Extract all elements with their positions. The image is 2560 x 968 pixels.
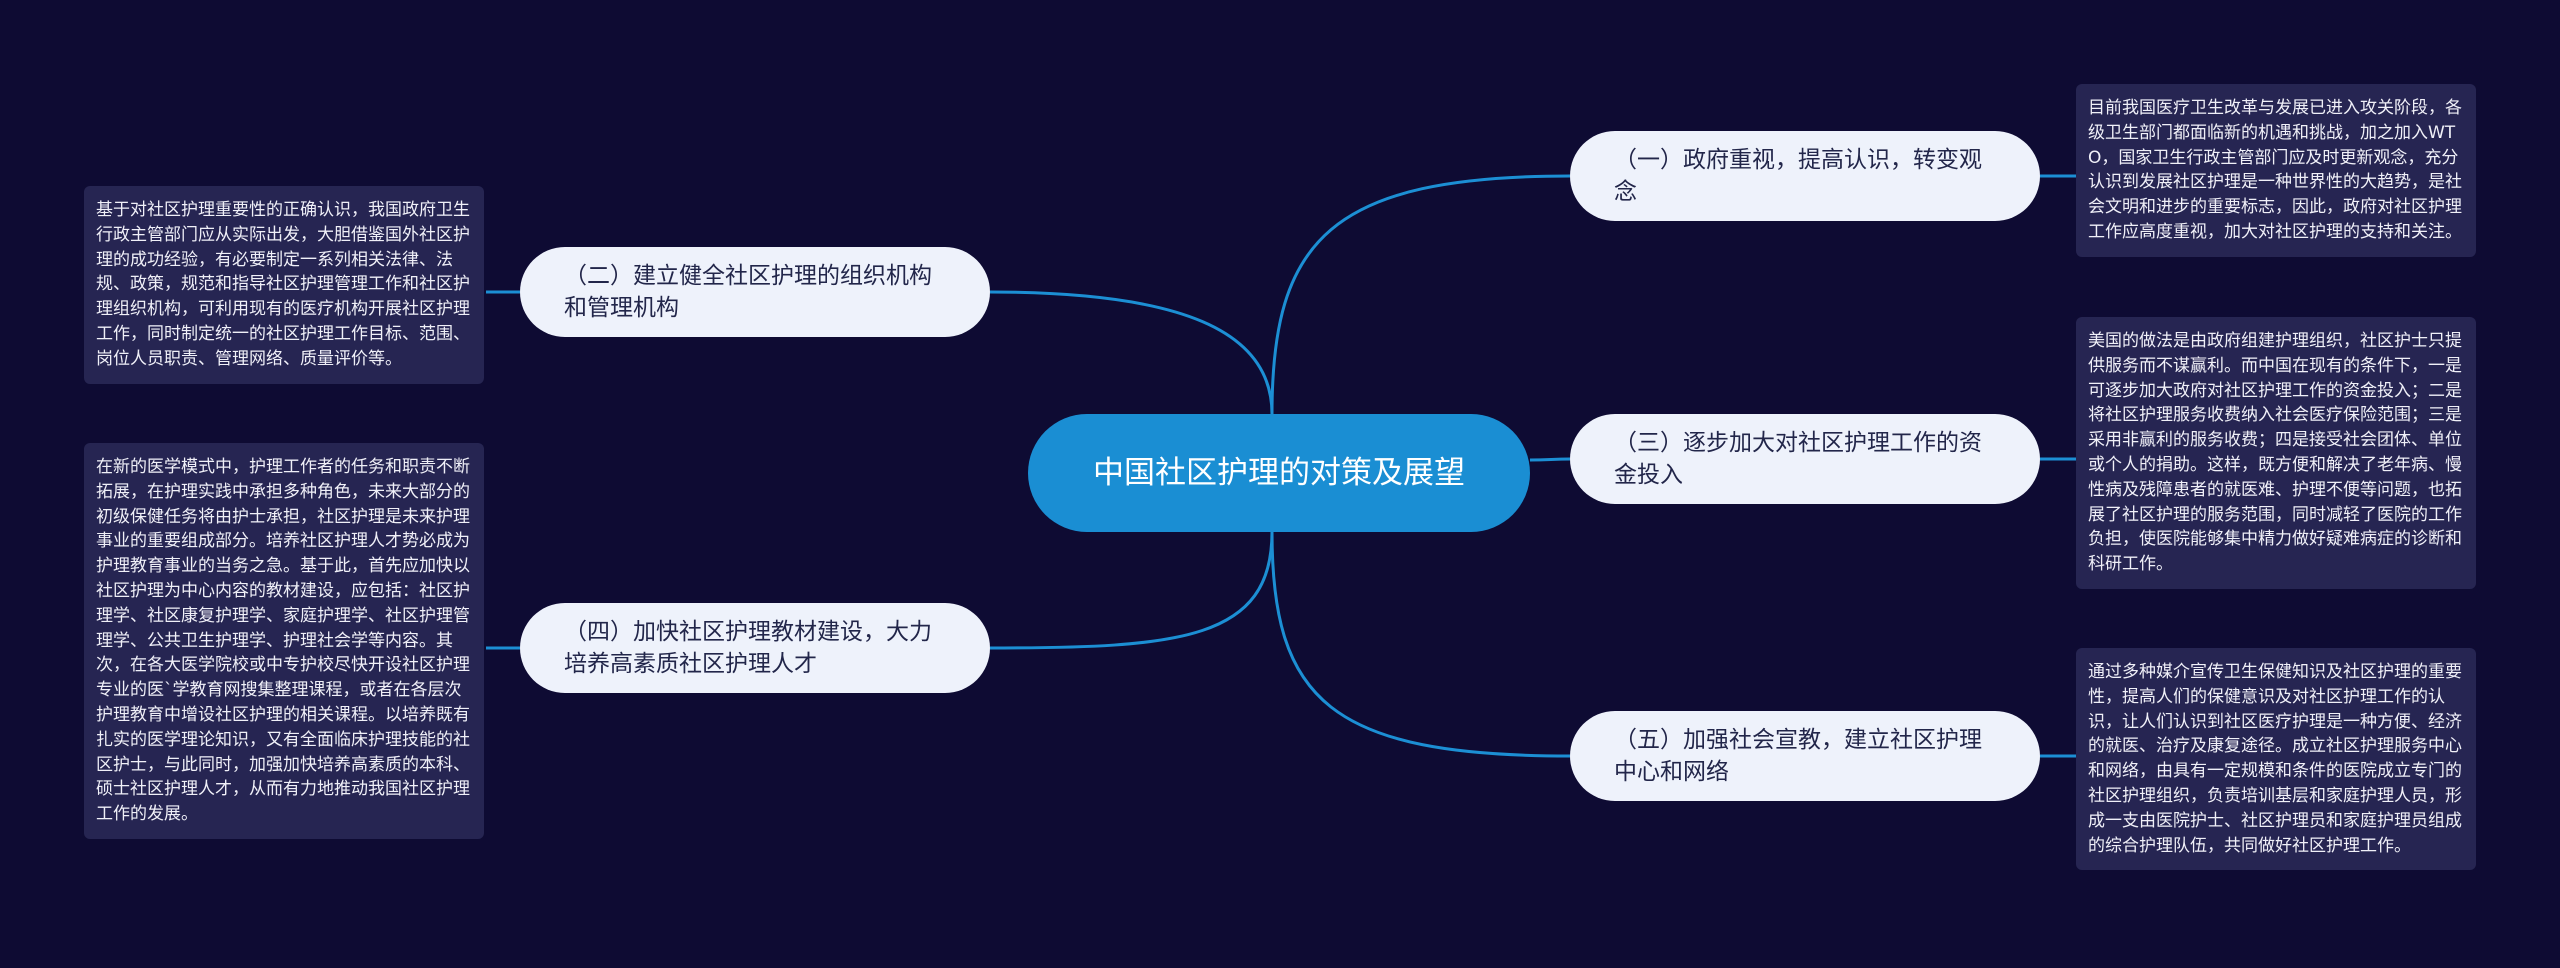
- central-topic-label: 中国社区护理的对策及展望: [1093, 455, 1465, 491]
- branch-label-5: （五）加强社会宣教，建立社区护理中心和网络: [1614, 727, 1982, 785]
- branch-label-3: （三）逐步加大对社区护理工作的资金投入: [1614, 430, 1982, 488]
- leaf-text-5: 通过多种媒介宣传卫生保健知识及社区护理的重要性，提高人们的保健意识及对社区护理工…: [2088, 662, 2462, 856]
- branch-node-4[interactable]: （四）加快社区护理教材建设，大力培养高素质社区护理人才: [520, 603, 990, 693]
- connector-center-branch-1: [1270, 174, 1571, 415]
- branch-label-4: （四）加快社区护理教材建设，大力培养高素质社区护理人才: [564, 619, 932, 677]
- leaf-text-1: 目前我国医疗卫生改革与发展已进入攻关阶段，各级卫生部门都面临新的机遇和挑战，加之…: [2088, 98, 2462, 242]
- leaf-note-2[interactable]: 基于对社区护理重要性的正确认识，我国政府卫生行政主管部门应从实际出发，大胆借鉴国…: [84, 186, 484, 384]
- branch-label-2: （二）建立健全社区护理的组织机构和管理机构: [564, 263, 932, 321]
- connector-center-branch-2: [989, 290, 1274, 415]
- branch-label-1: （一）政府重视，提高认识，转变观念: [1614, 147, 1982, 205]
- branch-node-5[interactable]: （五）加强社会宣教，建立社区护理中心和网络: [1570, 711, 2040, 801]
- connector-center-branch-3: [989, 531, 1274, 650]
- central-topic[interactable]: 中国社区护理的对策及展望: [1028, 414, 1530, 532]
- leaf-text-2: 基于对社区护理重要性的正确认识，我国政府卫生行政主管部门应从实际出发，大胆借鉴国…: [96, 200, 470, 369]
- leaf-note-4[interactable]: 在新的医学模式中，护理工作者的任务和职责不断拓展，在护理实践中承担多种角色，未来…: [84, 443, 484, 839]
- leaf-text-4: 在新的医学模式中，护理工作者的任务和职责不断拓展，在护理实践中承担多种角色，未来…: [96, 457, 470, 825]
- leaf-note-3[interactable]: 美国的做法是由政府组建护理组织，社区护士只提供服务而不谋赢利。而中国在现有的条件…: [2076, 317, 2476, 589]
- branch-node-3[interactable]: （三）逐步加大对社区护理工作的资金投入: [1570, 414, 2040, 504]
- branch-node-1[interactable]: （一）政府重视，提高认识，转变观念: [1570, 131, 2040, 221]
- connector-center-branch-4: [1270, 531, 1571, 758]
- branch-node-2[interactable]: （二）建立健全社区护理的组织机构和管理机构: [520, 247, 990, 337]
- leaf-note-1[interactable]: 目前我国医疗卫生改革与发展已进入攻关阶段，各级卫生部门都面临新的机遇和挑战，加之…: [2076, 84, 2476, 257]
- leaf-text-3: 美国的做法是由政府组建护理组织，社区护士只提供服务而不谋赢利。而中国在现有的条件…: [2088, 331, 2462, 575]
- leaf-note-5[interactable]: 通过多种媒介宣传卫生保健知识及社区护理的重要性，提高人们的保健意识及对社区护理工…: [2076, 648, 2476, 871]
- connector-center-branch-5: [1529, 457, 1571, 462]
